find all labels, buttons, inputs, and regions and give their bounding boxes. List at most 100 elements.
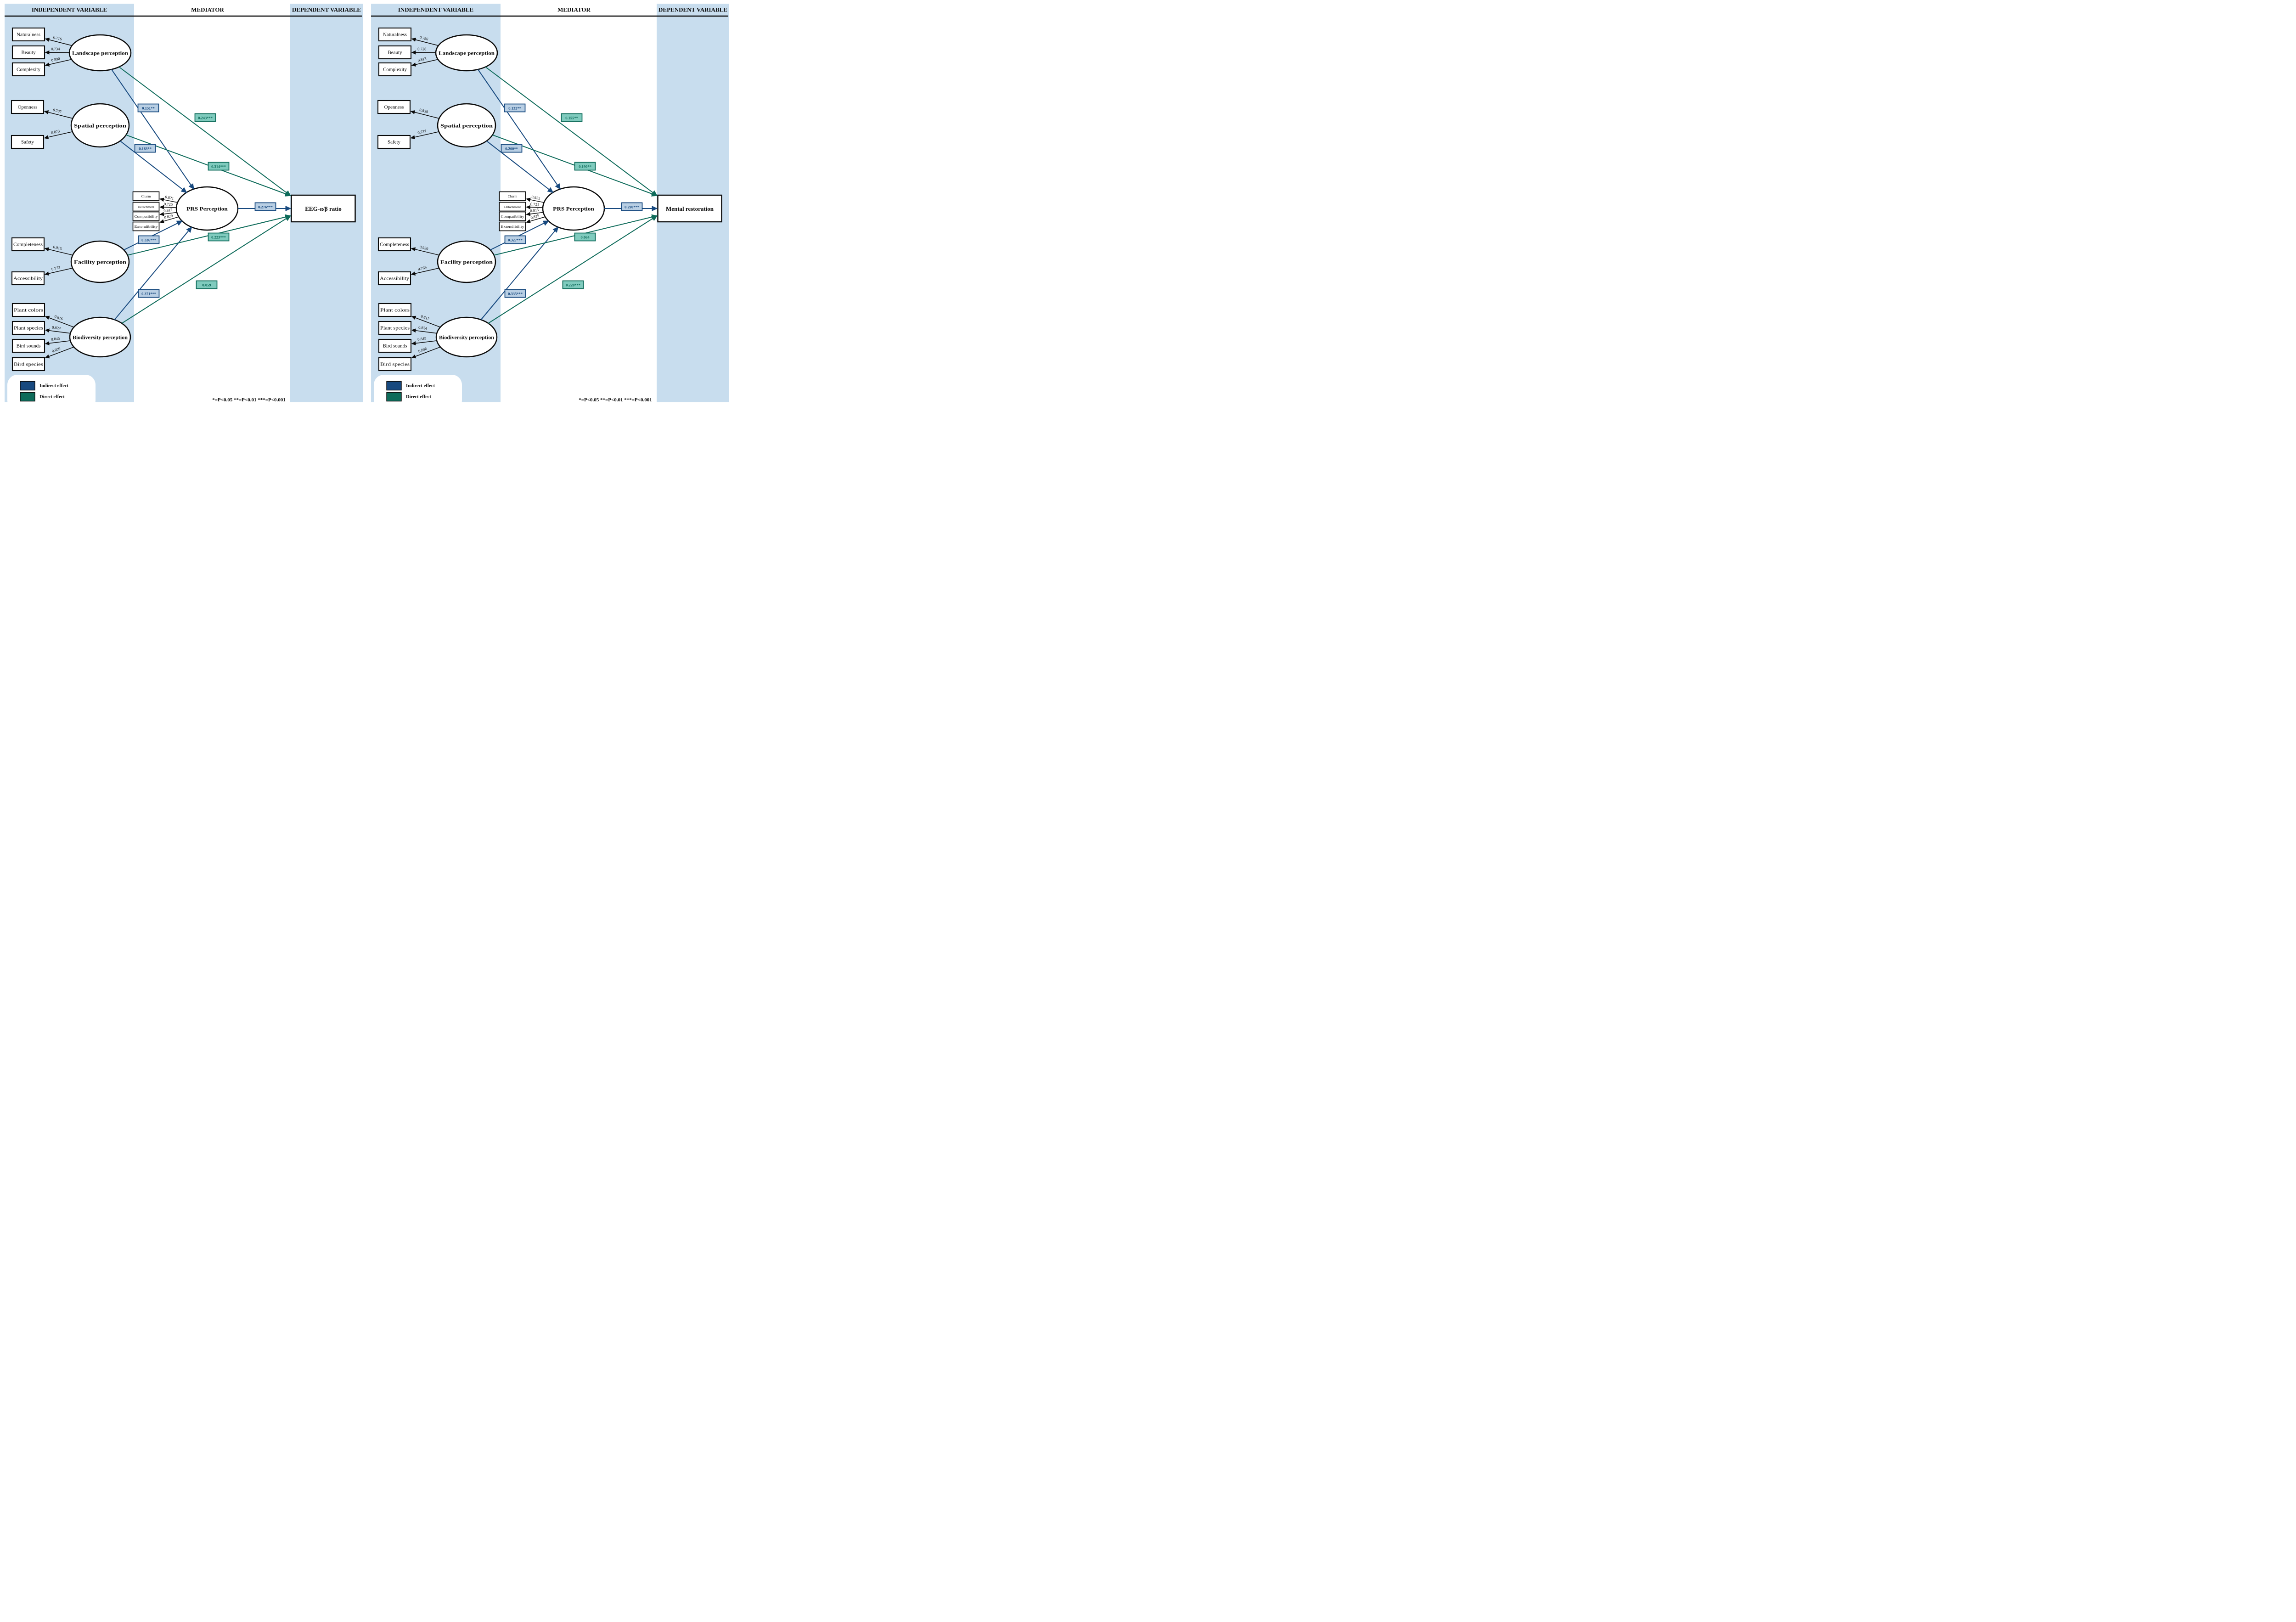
direct-coef-0-value: 0.155** xyxy=(565,116,578,120)
mediator-coef-value: 0.290*** xyxy=(625,205,639,209)
indirect-coef-1-value: 0.183** xyxy=(139,146,152,151)
indicator-spatial-1 xyxy=(11,135,45,149)
legend-label-direct: Direct effect xyxy=(406,394,431,400)
latent-spatial-label: Spatial perception xyxy=(440,123,493,129)
loading-arrow-prs-2 xyxy=(526,212,544,216)
direct-coef-2-value: 0.064 xyxy=(580,235,590,240)
indirect-path-landscape xyxy=(111,69,194,190)
direct-coef-1-box xyxy=(208,162,230,171)
indicator-prs-2 xyxy=(132,211,160,221)
loading-value: 0.734 xyxy=(51,46,60,51)
indicator-landscape-1 xyxy=(11,45,45,60)
latent-facility-label: Facility perception xyxy=(74,259,126,265)
indirect-coef-2-value: 0.336*** xyxy=(141,238,156,242)
direct-path-landscape xyxy=(118,66,291,197)
indicator-biodiversity-3 xyxy=(11,357,45,372)
indicator-biodiversity-3-label: Bird species xyxy=(380,362,410,367)
indicator-biodiversity-3-label: Bird species xyxy=(14,362,43,367)
column-header-dependent: DEPENDENT VARIABLE xyxy=(292,6,361,13)
indicator-landscape-2-label: Complexity xyxy=(17,67,40,73)
direct-coef-3-box xyxy=(196,280,218,289)
loading-arrow-prs-2 xyxy=(159,212,177,216)
indirect-coef-0-box xyxy=(504,103,526,113)
direct-path-biodiversity xyxy=(488,215,658,324)
direct-coef-2-value: 0.223*** xyxy=(211,235,226,240)
loading-value: 0.845 xyxy=(417,336,427,342)
indicator-facility-1 xyxy=(377,271,411,286)
indicator-landscape-2 xyxy=(11,62,45,77)
direct-coef-0-box xyxy=(194,113,216,122)
loading-value: 0.845 xyxy=(51,336,60,342)
latent-prs-label: PRS Perception xyxy=(553,206,594,212)
legend-label-direct: Direct effect xyxy=(39,394,65,400)
indicator-biodiversity-1 xyxy=(378,321,412,335)
direct-coef-2-box xyxy=(574,232,596,242)
indicator-facility-0-label: Completeness xyxy=(13,242,43,248)
latent-spatial xyxy=(70,103,130,148)
indicator-landscape-1-label: Beauty xyxy=(21,50,36,56)
loading-arrow-spatial-1 xyxy=(410,131,439,140)
loading-arrow-prs-0 xyxy=(526,197,544,203)
indicator-landscape-2 xyxy=(378,62,412,77)
column-header-independent: INDEPENDENT VARIABLE xyxy=(32,6,107,13)
indicator-prs-1-label: Detachment xyxy=(138,205,155,209)
indicator-facility-1-label: Accessibility xyxy=(13,276,43,282)
latent-facility xyxy=(70,240,130,283)
loading-value: 0.737 xyxy=(417,129,427,135)
direct-path-landscape xyxy=(485,66,658,197)
direct-path-biodiversity xyxy=(121,215,292,324)
indicator-prs-2-label: Compatibility xyxy=(501,214,524,219)
legend-label-indirect: Indirect effect xyxy=(406,383,435,389)
column-header-mediator: MEDIATOR xyxy=(191,6,224,13)
indicator-landscape-0 xyxy=(378,27,412,42)
loading-value: 0.812 xyxy=(163,208,173,213)
loading-arrow-biodiversity-3 xyxy=(45,346,74,359)
indirect-path-spatial xyxy=(486,141,554,193)
indirect-coef-3-value: 0.371*** xyxy=(141,292,156,296)
loading-arrow-biodiversity-3 xyxy=(411,346,441,359)
mediator-coef-value: 0.276*** xyxy=(258,205,273,209)
dependent-label: EEG-α/β ratio xyxy=(305,205,341,212)
indicator-facility-0 xyxy=(377,237,411,252)
direct-coef-2-box xyxy=(208,232,230,242)
loading-arrow-landscape-0 xyxy=(45,38,72,46)
indirect-coef-3-value: 0.335*** xyxy=(508,292,523,296)
latent-facility xyxy=(437,240,496,283)
loading-arrow-prs-3 xyxy=(159,216,179,224)
latent-spatial-label: Spatial perception xyxy=(74,123,126,129)
loading-arrow-facility-1 xyxy=(44,268,73,276)
indicator-biodiversity-1 xyxy=(11,321,45,335)
indirect-coef-1-box xyxy=(501,144,523,153)
indicator-facility-1-label: Accessibility xyxy=(380,276,410,282)
loading-arrow-biodiversity-2 xyxy=(411,340,437,345)
indicator-facility-0 xyxy=(11,237,45,252)
loading-value: 0.721 xyxy=(530,202,539,207)
loading-value: 0.769 xyxy=(417,265,427,271)
direct-coef-3-box xyxy=(562,280,584,289)
indirect-coef-0-value: 0.151** xyxy=(142,106,155,111)
indicator-prs-3 xyxy=(132,221,160,231)
indicator-prs-1 xyxy=(499,202,526,212)
column-header-mediator: MEDIATOR xyxy=(557,6,591,13)
indicator-prs-1 xyxy=(132,202,160,212)
dependent-box xyxy=(657,194,722,223)
indicator-biodiversity-2-label: Bird sounds xyxy=(17,344,41,349)
loading-value: 0.920 xyxy=(419,244,429,251)
dependent-label: Mental restoration xyxy=(666,205,714,212)
indirect-path-landscape xyxy=(478,69,561,190)
loading-arrow-facility-1 xyxy=(411,268,439,276)
mediator-coef-box xyxy=(254,202,276,211)
indicator-prs-2-label: Compatibility xyxy=(135,214,158,219)
loading-value: 0.707 xyxy=(52,107,62,114)
legend-swatch-indirect xyxy=(20,381,35,391)
indirect-coef-0-box xyxy=(137,103,159,113)
loading-arrow-biodiversity-0 xyxy=(45,315,74,328)
indicator-landscape-0-label: Naturalness xyxy=(383,32,407,38)
sem-diagram-stage: INDEPENDENT VARIABLE MEDIATOR DEPENDENT VA… xyxy=(0,0,731,406)
indirect-coef-2-box xyxy=(504,235,526,244)
latent-biodiversity xyxy=(69,316,131,358)
loading-value: 0.824 xyxy=(418,325,428,331)
indicator-prs-0 xyxy=(132,191,160,201)
indicator-spatial-0 xyxy=(377,100,411,114)
indicator-biodiversity-1-label: Plant species xyxy=(14,326,43,331)
